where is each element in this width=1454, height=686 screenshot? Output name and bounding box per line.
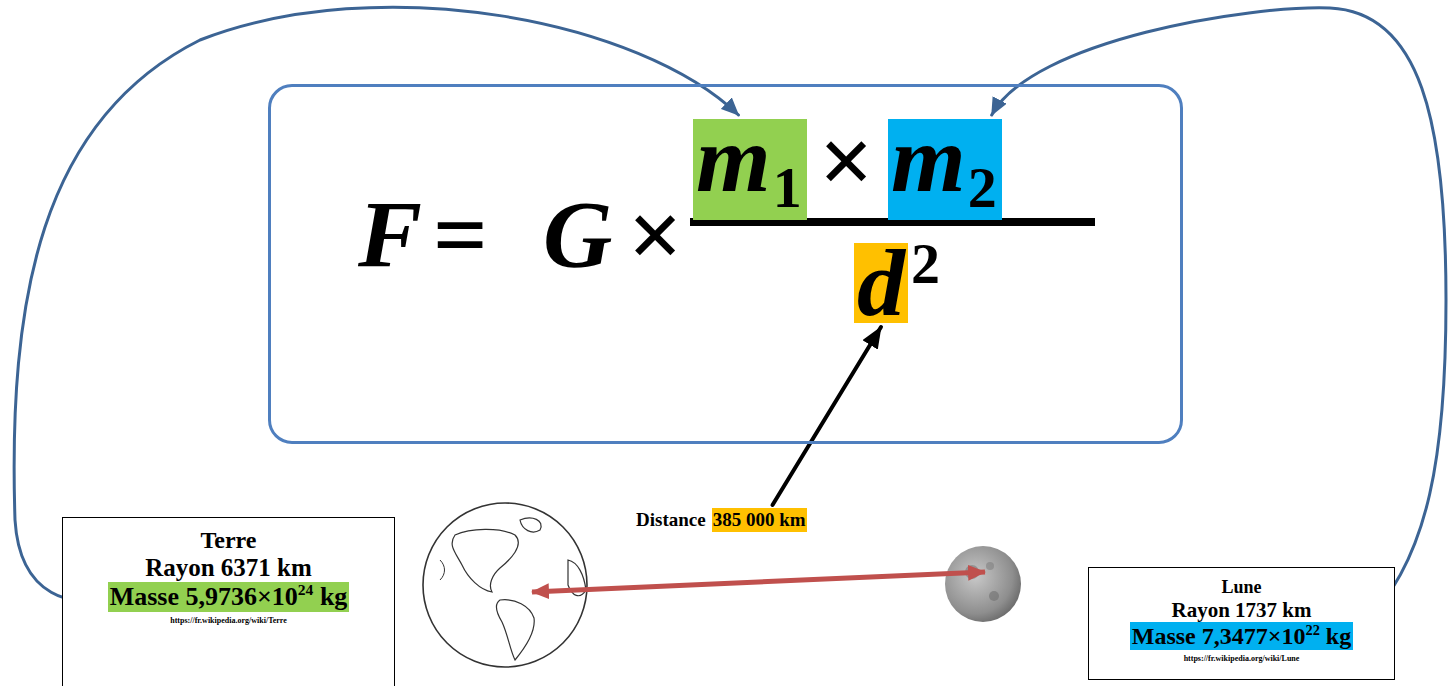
node-text: https://fr.wikipedia.org/wiki/Lune: [1184, 652, 1300, 665]
crater: [986, 562, 994, 570]
node-text: Lune: [1221, 576, 1261, 598]
node-text: F: [358, 187, 422, 283]
mass-highlight: m1: [693, 119, 807, 220]
moon-disc: [945, 546, 1021, 622]
info-card: LuneRayon 1737 km https://fr.wikipedia.or…: [1088, 567, 1395, 680]
node-text: 22: [1305, 622, 1319, 638]
node-text: G: [543, 187, 612, 283]
node-text: 385 000 km: [713, 509, 806, 530]
formula-box: F=G××2m1m2d: [268, 84, 1183, 444]
node-text: Rayon 1737 km: [1171, 598, 1311, 622]
continent: [496, 600, 534, 660]
node-text: m: [891, 105, 966, 212]
distance-label: Distance 385 000 km: [636, 508, 807, 532]
distance-highlight: d: [854, 243, 908, 323]
moon-drawing: [945, 546, 1021, 622]
mass-highlight: m2: [888, 119, 1002, 220]
node-text: kg: [320, 582, 347, 611]
info-card: TerreRayon 6371 km https://fr.wikipedia.o…: [62, 517, 395, 686]
connector-arrow: [14, 7, 738, 600]
node-text: kg: [1326, 623, 1351, 649]
continent: [440, 560, 445, 580]
node-text: https://fr.wikipedia.org/wiki/Terre: [170, 614, 287, 627]
node-text: Masse 5,9736×10: [110, 582, 298, 611]
distance-arrow: [532, 572, 985, 592]
connector-arrow: [773, 327, 882, 505]
node-text: =: [433, 187, 488, 283]
node-text: Rayon 6371 km: [145, 554, 312, 582]
mass-value: Masse 7,3477×1022 kg: [1130, 622, 1353, 650]
node-text: m: [696, 105, 771, 212]
node-text: ×: [819, 113, 874, 209]
node-text: ×: [628, 187, 683, 283]
node-text: 2: [968, 155, 997, 220]
node-text: Distance: [636, 508, 706, 532]
node-text: 1: [773, 155, 802, 220]
distance-value: 385 000 km: [712, 508, 807, 532]
continent: [520, 518, 541, 532]
node-text: Masse 7,3477×10: [1132, 623, 1306, 649]
node-text: Terre: [201, 526, 257, 554]
continent: [452, 529, 518, 592]
node-text: 24: [298, 581, 314, 598]
node-text: d: [857, 229, 905, 336]
connector-arrow: [992, 8, 1446, 624]
earth-drawing: [423, 503, 587, 667]
crater: [989, 591, 999, 601]
earth-outline: [423, 503, 587, 667]
mass-value: Masse 5,9736×1024 kg: [108, 582, 350, 612]
node-text: 2: [911, 235, 940, 293]
